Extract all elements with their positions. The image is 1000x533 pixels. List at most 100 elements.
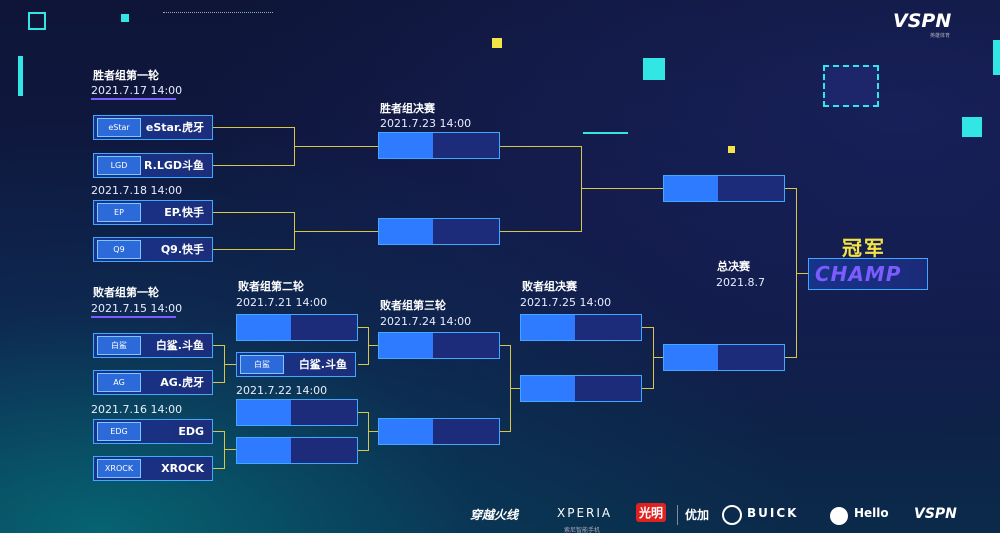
match-slot[interactable] (663, 344, 785, 371)
bracket-line (500, 146, 582, 147)
sponsor-vspn-logo: VSPN (914, 506, 957, 522)
lb-round2-date-a: 2021.7.21 14:00 (236, 296, 328, 309)
bracket-line (224, 449, 236, 450)
match-slot[interactable] (378, 218, 500, 245)
match-slot[interactable] (236, 399, 358, 426)
team-name: 白鲨.斗鱼 (298, 358, 347, 371)
bracket-line (368, 345, 378, 346)
deco-square (728, 146, 735, 153)
bracket-line (358, 450, 369, 451)
wb-round1-date-a: 2021.7.17 14:00 (91, 84, 183, 97)
bracket-line (368, 431, 378, 432)
team-logo: AG (97, 373, 141, 392)
sponsor-guangming-logo: 光明 (636, 503, 667, 522)
team-card[interactable]: EP EP.快手 (93, 200, 213, 225)
team-logo: Q9 (97, 240, 141, 259)
sponsor-hello-logo: Hello (854, 506, 889, 520)
lb-round3-title: 败者组第三轮 (380, 299, 446, 312)
deco-square (993, 40, 1000, 75)
bracket-line (642, 388, 654, 389)
bracket-line (581, 146, 582, 232)
team-name: AG.虎牙 (160, 376, 204, 389)
champion-box[interactable]: CHAMP (808, 258, 928, 290)
hello-icon (830, 507, 848, 525)
grand-final-date: 2021.8.7 (716, 276, 765, 289)
champion-word: CHAMP (815, 262, 902, 286)
bracket-line (785, 357, 797, 358)
wb-final-date: 2021.7.23 14:00 (380, 117, 472, 130)
bracket-line (358, 364, 369, 365)
bracket-line (213, 249, 295, 250)
date-underline (91, 98, 176, 100)
team-logo: EP (97, 203, 141, 222)
bracket-line (500, 345, 511, 346)
match-slot[interactable] (378, 132, 500, 159)
bracket-line (213, 165, 295, 166)
deco-square (492, 38, 502, 48)
team-card[interactable]: XROCK XROCK (93, 456, 213, 481)
team-logo: eStar (97, 118, 141, 137)
team-card[interactable]: 白鲨 白鲨.斗鱼 (236, 352, 356, 377)
match-slot[interactable] (378, 418, 500, 445)
bracket-line (368, 327, 369, 365)
team-card[interactable]: AG AG.虎牙 (93, 370, 213, 395)
champion-title: 冠军 (842, 236, 886, 260)
lb-round1-date-a: 2021.7.15 14:00 (91, 302, 183, 315)
team-card[interactable]: LGD R.LGD斗鱼 (93, 153, 213, 178)
vspn-logo: VSPN (893, 10, 952, 32)
sponsor-cf-logo: 穿越火线 (470, 508, 519, 522)
deco-line (163, 12, 273, 14)
match-slot[interactable] (236, 314, 358, 341)
sponsor-buick-logo: BUICK (747, 506, 799, 520)
team-card[interactable]: Q9 Q9.快手 (93, 237, 213, 262)
bracket-line (510, 388, 520, 389)
bracket-line (500, 231, 582, 232)
match-slot[interactable] (663, 175, 785, 202)
grand-final-title: 总决赛 (717, 260, 750, 273)
team-name: R.LGD斗鱼 (143, 159, 204, 172)
match-slot[interactable] (520, 375, 642, 402)
sponsor-youjia-logo: 优加 (685, 508, 710, 522)
bracket-line (213, 345, 225, 346)
lb-round3-date: 2021.7.24 14:00 (380, 315, 472, 328)
match-slot[interactable] (236, 437, 358, 464)
lb-round1-date-b: 2021.7.16 14:00 (91, 403, 183, 416)
team-logo: EDG (97, 422, 141, 441)
buick-icon (722, 505, 742, 525)
deco-frame (823, 65, 879, 107)
match-slot[interactable] (378, 332, 500, 359)
bracket-line (213, 127, 295, 128)
vspn-logo-subtitle: 英雄体育 (930, 33, 951, 39)
bracket-line (213, 431, 225, 432)
team-name: eStar.虎牙 (145, 121, 204, 134)
team-logo: LGD (97, 156, 141, 175)
team-card[interactable]: 白鲨 白鲨.斗鱼 (93, 333, 213, 358)
lb-round1-title: 败者组第一轮 (93, 286, 159, 299)
bracket-line (294, 231, 378, 232)
team-logo: XROCK (97, 459, 141, 478)
bracket-line (213, 212, 295, 213)
deco-square (643, 58, 665, 80)
bracket-line (358, 327, 369, 328)
team-card[interactable]: EDG EDG (93, 419, 213, 444)
team-card[interactable]: eStar eStar.虎牙 (93, 115, 213, 140)
sponsor-xperia-subtitle: 索尼智能手机 (564, 527, 601, 533)
team-name: EP.快手 (164, 206, 204, 219)
wb-round1-date-b: 2021.7.18 14:00 (91, 184, 183, 197)
team-logo: 白鲨 (97, 336, 141, 355)
bracket-line (294, 146, 378, 147)
sponsor-xperia-logo: XPERIA (557, 506, 613, 520)
team-name: XROCK (161, 462, 204, 475)
match-slot[interactable] (520, 314, 642, 341)
deco-square (121, 14, 129, 22)
bracket-line (581, 188, 663, 189)
team-name: 白鲨.斗鱼 (155, 339, 204, 352)
bracket-line (224, 431, 225, 469)
team-name: EDG (178, 425, 204, 438)
deco-square (18, 56, 23, 96)
bracket-line (653, 357, 663, 358)
bracket-line (224, 364, 236, 365)
bracket-line (785, 188, 797, 189)
bracket-line (213, 382, 225, 383)
